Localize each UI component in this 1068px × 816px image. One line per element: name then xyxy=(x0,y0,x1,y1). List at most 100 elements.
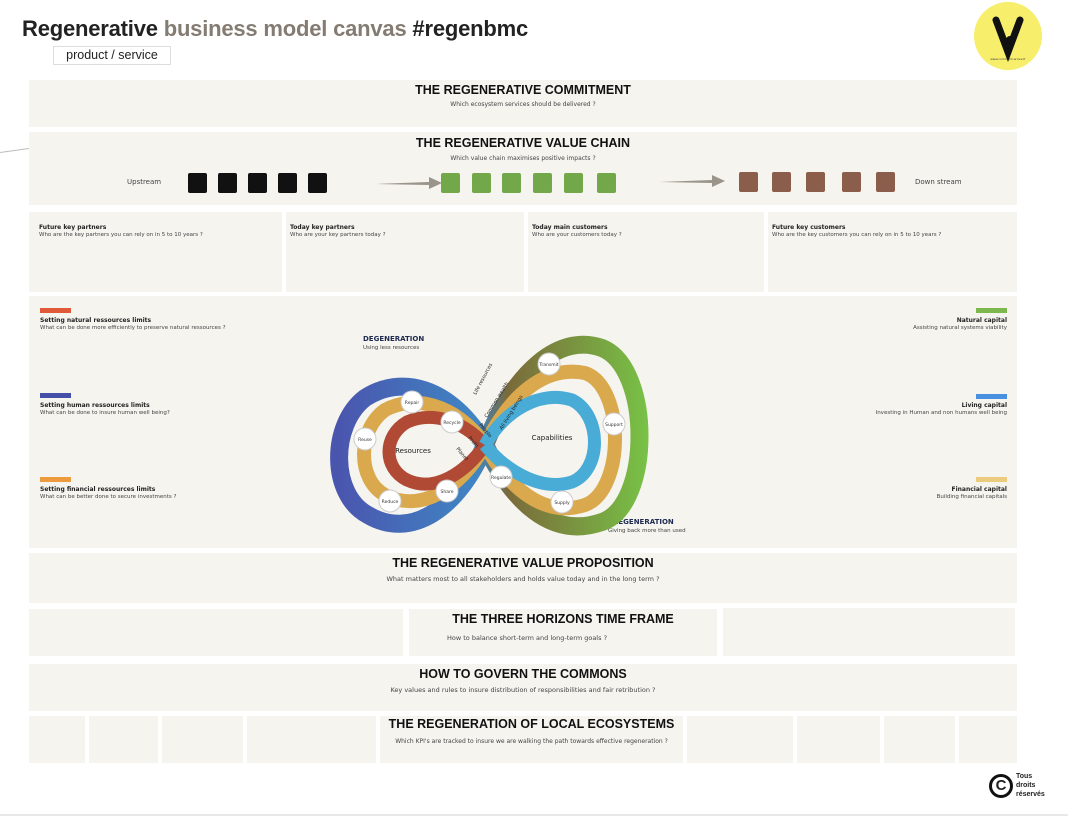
downstream-block[interactable] xyxy=(806,172,825,192)
value-chain-block[interactable] xyxy=(597,173,616,193)
three-horizons-panel[interactable]: THE THREE HORIZONS TIME FRAME How to bal… xyxy=(409,609,717,656)
node-circle xyxy=(378,489,402,513)
title-hashtag: #regenbmc xyxy=(412,16,529,41)
node-circle xyxy=(435,479,459,503)
logo: www.comment-arrive.fr xyxy=(974,2,1042,70)
logo-url: www.comment-arrive.fr xyxy=(990,57,1026,61)
ecosystem-cell[interactable] xyxy=(959,716,1017,763)
financial-capital-title: Financial capital xyxy=(951,486,1008,493)
ecosystem-cell[interactable] xyxy=(687,716,793,763)
ecosystem-cell[interactable] xyxy=(797,716,880,763)
panel-title: Future key partners xyxy=(39,224,107,231)
panel-question: Who are your customers today ? xyxy=(532,232,622,238)
copyright-line: Tous xyxy=(1016,773,1033,780)
natural-capital-question: Assisting natural systems viability xyxy=(913,325,1007,331)
value-chain-block[interactable] xyxy=(533,173,552,193)
horizon-right-panel[interactable] xyxy=(723,608,1015,656)
page-title: Regenerative business model canvas #rege… xyxy=(22,16,528,42)
upstream-label: Upstream xyxy=(127,178,162,186)
human-limits-title: Setting human ressources limits xyxy=(40,402,150,409)
resources-label: Resources xyxy=(395,447,431,455)
value-chain-block[interactable] xyxy=(472,173,491,193)
horizon-left-panel[interactable] xyxy=(29,609,403,656)
copyright-notice: C Tous droits réservés xyxy=(989,772,1049,802)
upstream-block[interactable] xyxy=(188,173,207,193)
ecosystem-cell[interactable] xyxy=(162,716,243,763)
downstream-block[interactable] xyxy=(739,172,758,192)
natural-limits-question: What can be done more efficiently to pre… xyxy=(40,325,226,331)
today-key-partners-panel[interactable]: Today key partners Who are your key part… xyxy=(286,212,524,292)
ecosystem-cell[interactable] xyxy=(884,716,955,763)
band-label: Planet xyxy=(454,446,469,462)
ecosystem-cell[interactable] xyxy=(29,716,85,763)
capabilities-label: Capabilities xyxy=(532,434,573,442)
value-chain-question: Which value chain maximises positive imp… xyxy=(450,155,596,162)
financial-limits-color-bar xyxy=(40,477,71,482)
horizons-title: THE THREE HORIZONS TIME FRAME xyxy=(452,612,674,626)
node-circle xyxy=(537,352,561,376)
commons-panel[interactable]: HOW TO GOVERN THE COMMONS Key values and… xyxy=(29,664,1017,711)
node-label: Repair xyxy=(405,400,420,406)
node-label: Reduce xyxy=(382,499,399,505)
natural-capital-color-bar xyxy=(976,308,1007,313)
natural-limits-title: Setting natural ressources limits xyxy=(40,317,152,324)
commons-question: Key values and rules to insure distribut… xyxy=(390,686,656,694)
node-label: Supply xyxy=(554,500,570,506)
value-chain-panel[interactable]: THE REGENERATIVE VALUE CHAIN Which value… xyxy=(29,132,1017,205)
copyright-icon: C xyxy=(989,774,1013,798)
local-ecosystems-panel[interactable]: THE REGENERATION OF LOCAL ECOSYSTEMS Whi… xyxy=(380,716,683,763)
upstream-block[interactable] xyxy=(278,173,297,193)
value-proposition-question: What matters most to all stakeholders an… xyxy=(386,575,660,583)
title-part-2: business model canvas xyxy=(163,16,407,41)
living-capital-color-bar xyxy=(976,394,1007,399)
human-limits-color-bar xyxy=(40,393,71,398)
upstream-block[interactable] xyxy=(308,173,327,193)
degeneration-subtitle: Using less resources xyxy=(363,345,420,351)
upstream-block[interactable] xyxy=(248,173,267,193)
value-chain-block[interactable] xyxy=(441,173,460,193)
commitment-panel[interactable]: THE REGENERATIVE COMMITMENT Which ecosys… xyxy=(29,80,1017,127)
value-chain-block[interactable] xyxy=(564,173,583,193)
title-part-1: Regenerative xyxy=(22,16,158,41)
panel-title: Today main customers xyxy=(532,224,608,231)
node-circle xyxy=(440,410,464,434)
upstream-block[interactable] xyxy=(218,173,237,193)
human-limits-question: What can be done to insure human well be… xyxy=(40,410,170,416)
downstream-block[interactable] xyxy=(772,172,791,192)
living-capital-question: Investing in Human and non humans well b… xyxy=(875,410,1007,416)
logo-v-icon: www.comment-arrive.fr xyxy=(990,16,1026,62)
ecosystems-question: Which KPI's are tracked to insure we are… xyxy=(395,738,668,745)
commitment-question: Which ecosystem services should be deliv… xyxy=(450,101,596,108)
downstream-block[interactable] xyxy=(876,172,895,192)
inner-loop-right xyxy=(479,390,601,491)
financial-limits-question: What can be better done to secure invest… xyxy=(40,494,177,500)
value-chain-title: THE REGENERATIVE VALUE CHAIN xyxy=(415,136,631,150)
copyright-line: droits xyxy=(1016,782,1036,789)
horizons-question: How to balance short-term and long-term … xyxy=(447,634,608,642)
panel-question: Who are the key customers you can rely o… xyxy=(772,232,942,238)
ecosystem-cell[interactable] xyxy=(247,716,376,763)
node-label: Regulate xyxy=(491,475,511,481)
band-label: Life resources xyxy=(472,362,494,396)
natural-capital-title: Natural capital xyxy=(956,317,1007,324)
node-label: Reuse xyxy=(358,437,372,443)
future-key-customers-panel[interactable]: Future key customers Who are the key cus… xyxy=(768,212,1017,292)
regeneration-title: REGENERATION xyxy=(613,518,674,526)
panel-question: Who are the key partners you can rely on… xyxy=(39,232,203,238)
future-key-partners-panel[interactable]: Future key partners Who are the key part… xyxy=(29,212,282,292)
financial-capital-question: Building financial capitals xyxy=(936,494,1007,500)
downstream-block[interactable] xyxy=(842,172,861,192)
node-label: Transmit xyxy=(538,362,559,368)
value-proposition-title: THE REGENERATIVE VALUE PROPOSITION xyxy=(392,556,654,570)
today-main-customers-panel[interactable]: Today main customers Who are your custom… xyxy=(528,212,764,292)
value-chain-block[interactable] xyxy=(502,173,521,193)
product-service-label[interactable]: product / service xyxy=(53,46,171,65)
bottom-border xyxy=(0,814,1068,816)
node-circle xyxy=(550,490,574,514)
value-proposition-panel[interactable]: THE REGENERATIVE VALUE PROPOSITION What … xyxy=(29,553,1017,603)
natural-limits-color-bar xyxy=(40,308,71,313)
ecosystem-cell[interactable] xyxy=(89,716,158,763)
node-circle xyxy=(602,412,626,436)
downstream-label: Down stream xyxy=(915,178,962,186)
